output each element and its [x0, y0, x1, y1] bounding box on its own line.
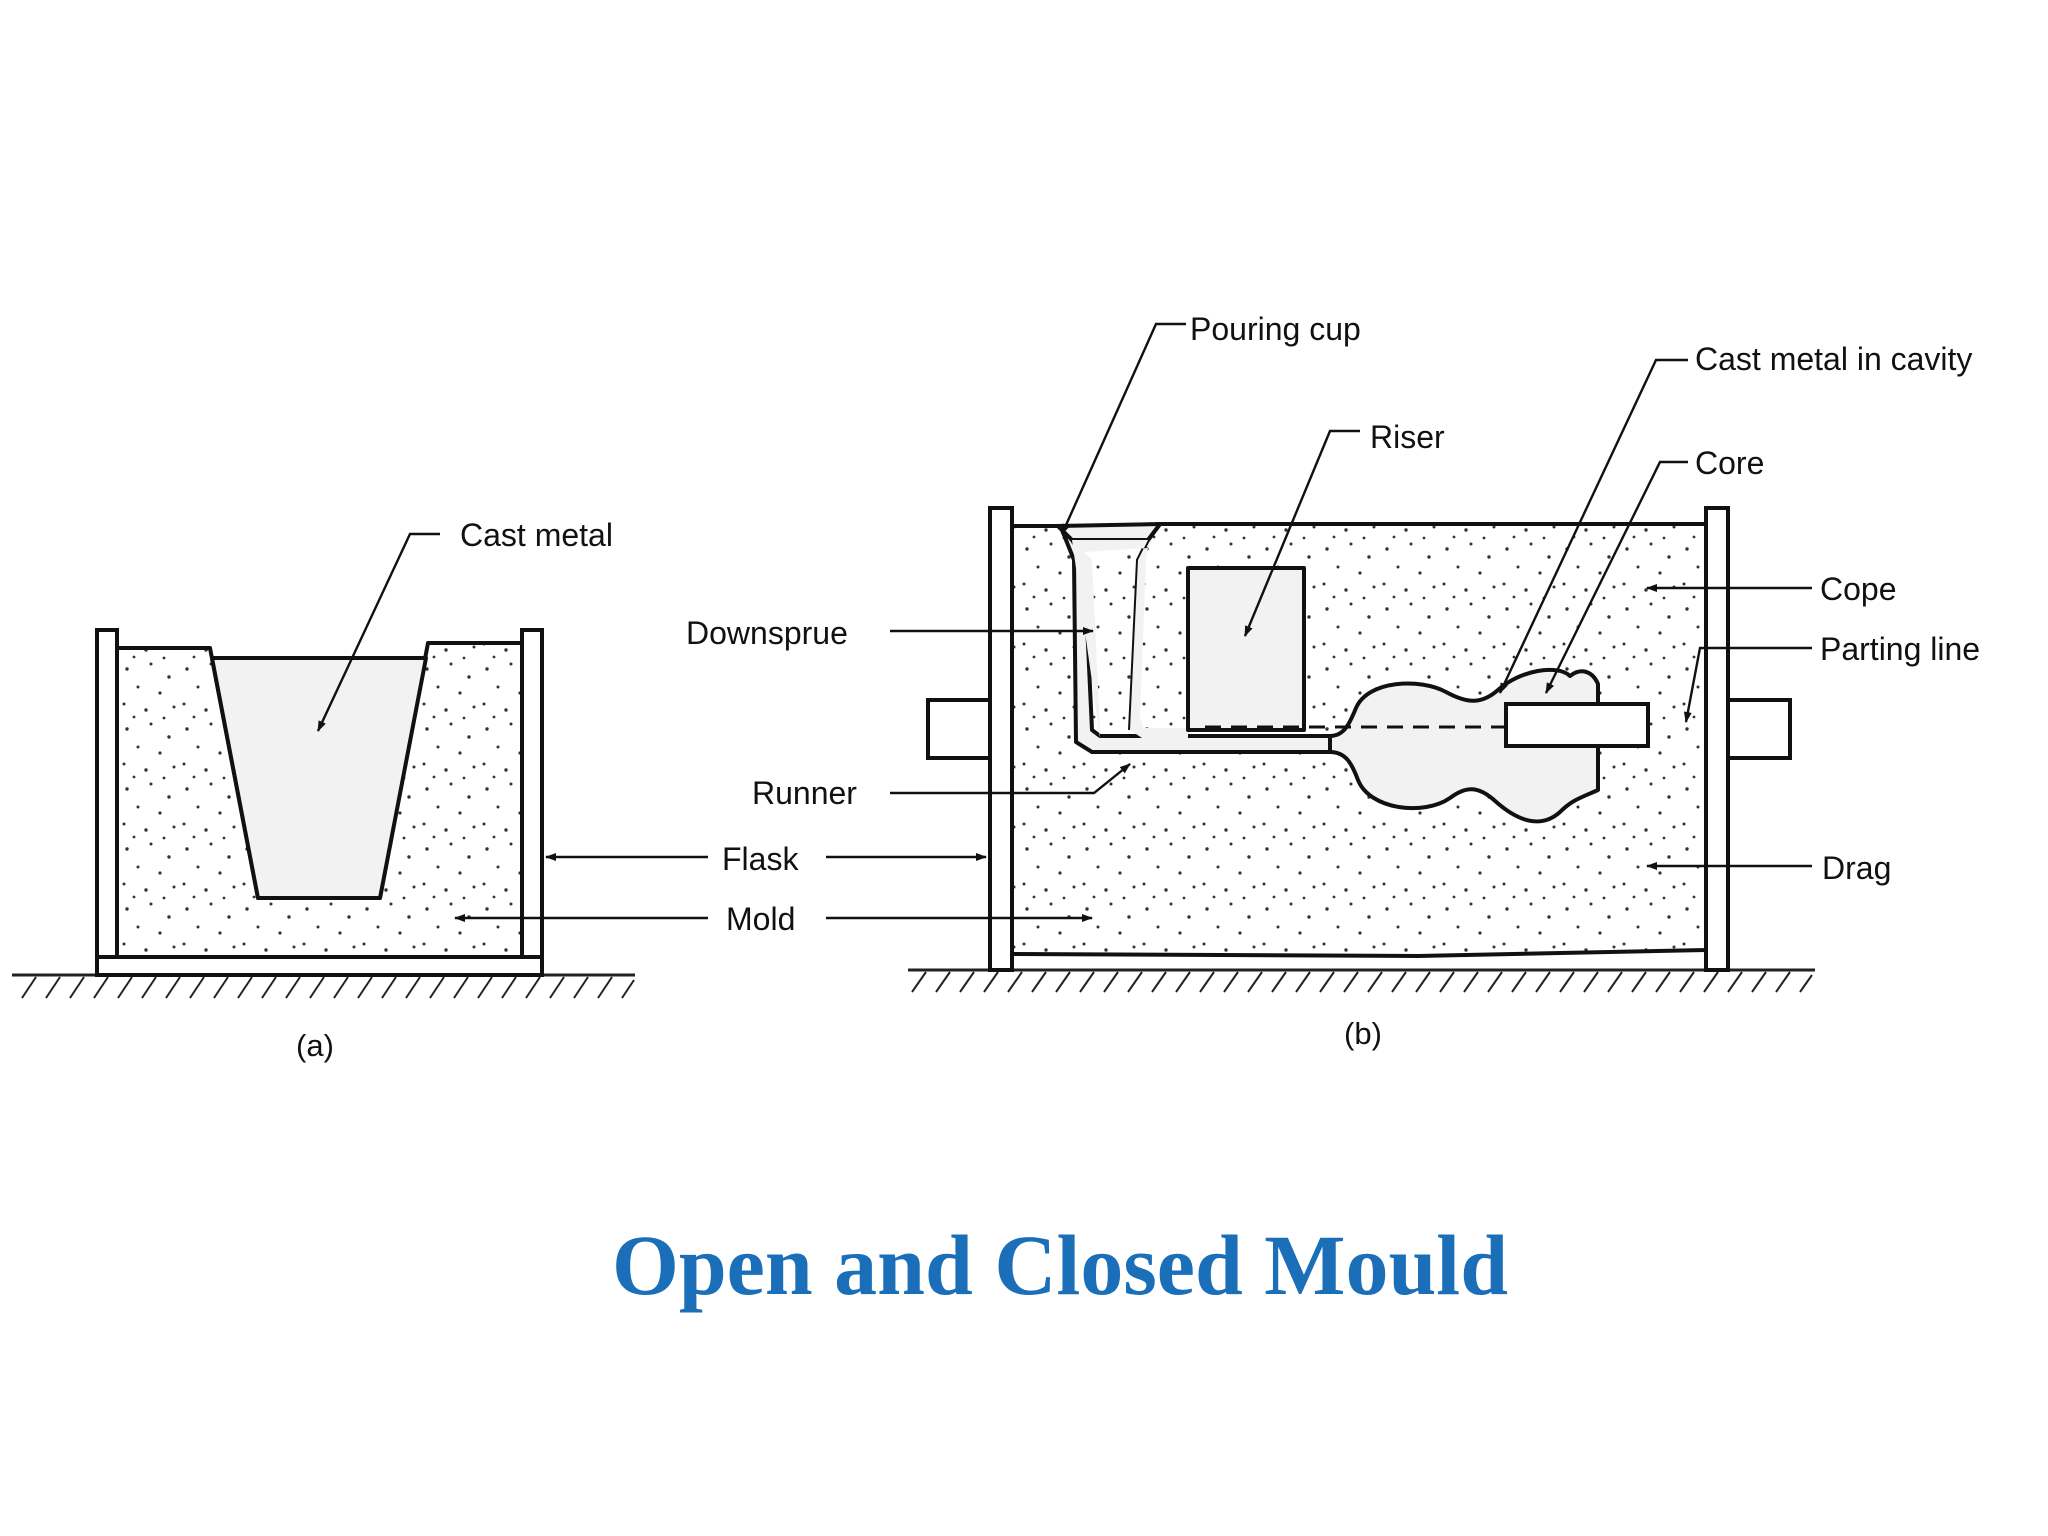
leader-lines	[316, 322, 1812, 922]
core	[1504, 702, 1650, 748]
leader-runner	[890, 763, 1131, 795]
flask-bottom-a	[95, 955, 544, 977]
page-title: Open and Closed Mould	[612, 1217, 1508, 1313]
flask-pin-left	[926, 698, 994, 760]
leader-cast-metal-in-cavity	[1498, 358, 1688, 694]
pouring-cup-metal	[1056, 522, 1162, 542]
label-drag: Drag	[1822, 850, 1891, 886]
leader-pouring-cup	[1060, 322, 1186, 535]
label-cast-metal: Cast metal	[460, 517, 613, 553]
label-pouring-cup: Pouring cup	[1190, 311, 1361, 347]
open-mold	[12, 628, 635, 999]
closed-mold	[908, 506, 1815, 993]
flask-left-wall-a	[95, 628, 119, 977]
label-riser: Riser	[1370, 419, 1445, 455]
caption-a: (a)	[296, 1028, 334, 1063]
leader-cast-metal	[316, 532, 440, 732]
leader-core	[1544, 460, 1688, 694]
ground-hatch-b	[908, 968, 1815, 993]
leader-parting-line	[1683, 646, 1812, 723]
flask-right-wall-a	[520, 628, 544, 977]
label-cope: Cope	[1820, 571, 1897, 607]
flask-pin-right	[1724, 698, 1792, 760]
label-flask: Flask	[722, 841, 799, 877]
labels: Cast metal Pouring cup Riser Cast metal …	[296, 311, 1980, 1313]
leader-riser	[1243, 429, 1360, 637]
label-parting-line: Parting line	[1820, 631, 1980, 667]
label-cast-metal-in-cavity: Cast metal in cavity	[1695, 341, 1972, 377]
riser-metal	[1186, 566, 1306, 732]
caption-b: (b)	[1344, 1016, 1382, 1051]
ground-hatch-a	[12, 973, 635, 999]
label-core: Core	[1695, 445, 1764, 481]
label-downsprue: Downsprue	[686, 615, 848, 651]
flask-left-wall-b	[988, 506, 1014, 972]
label-runner: Runner	[752, 775, 857, 811]
sprue-fill	[1072, 540, 1188, 738]
label-mold: Mold	[726, 901, 795, 937]
cast-metal-a	[210, 656, 428, 900]
flask-right-wall-b	[1704, 506, 1730, 972]
